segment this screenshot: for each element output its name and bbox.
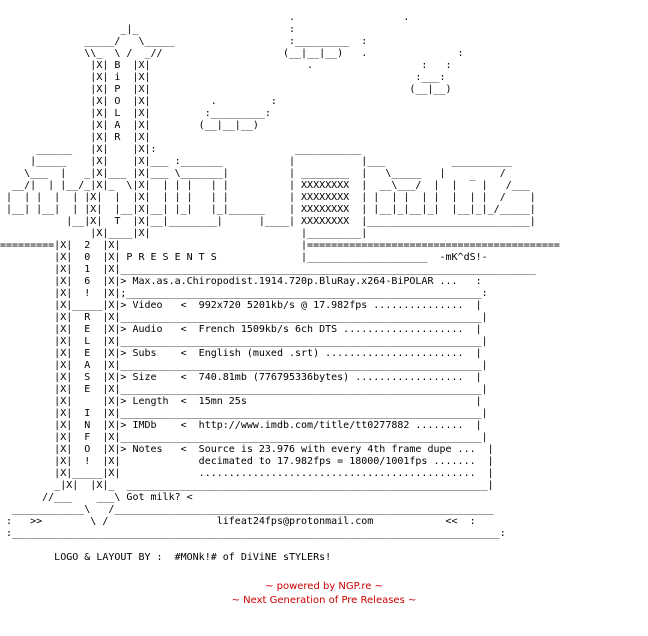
nfo-line: |X| L |X|_______________________________…: [0, 336, 488, 347]
nfo-line: :_______________________________________…: [0, 528, 506, 539]
nfo-line: |X| ! |X| decimated to 17.982fps = 18000…: [0, 456, 494, 467]
nfo-line: : >> \ / lifeat24fps@protonmail.com << :: [0, 516, 476, 527]
nfo-line: |X| E |X|> Audio < French 1509kb/s 6ch D…: [0, 324, 482, 335]
nfo-line: |X| L |X| :_________:: [0, 108, 271, 119]
nfo-line: |X| i |X| :___:: [0, 72, 446, 83]
nfo-line: ____________\ /_________________________…: [0, 504, 494, 515]
nfo-line: |X| P |X| (__|__): [0, 84, 452, 95]
nfo-line: |X| A |X| (__|__|__): [0, 120, 259, 131]
nfo-line: ______ |X| |X|: ___________: [0, 144, 362, 155]
nfo-line: _|_ :: [0, 24, 296, 35]
nfo-line: | | | | | |X| | |X| | | | | | | XXXXXXXX…: [0, 192, 536, 203]
nfo-line: =========|X| 2 |X| |====================…: [0, 240, 560, 251]
powered-by-text: ~ powered by NGP.re ~: [265, 581, 383, 592]
tagline-text: ~ Next Generation of Pre Releases ~: [231, 595, 417, 606]
nfo-line: |X| N |X|> IMDb < http://www.imdb.com/ti…: [0, 420, 482, 431]
nfo-line: |X| E |X|> Subs < English (muxed .srt) .…: [0, 348, 482, 359]
nfo-line: |X| R |X|: [0, 132, 151, 143]
nfo-line: |X| I |X|_______________________________…: [0, 408, 488, 419]
nfo-line: |X| 6 |X|> Max.as.a.Chiropodist.1914.720…: [0, 276, 482, 287]
nfo-line: |X| R |X|_______________________________…: [0, 312, 488, 323]
nfo-line: \\_ \ / _// (__|__|__) . :: [0, 48, 464, 59]
nfo-line: |X| F |X|_______________________________…: [0, 432, 488, 443]
nfo-line: |X| A |X|_______________________________…: [0, 360, 488, 371]
nfo-line: \___ | _|X|___ |X|___ \_______| | ______…: [0, 168, 506, 179]
nfo-line: |__|X| T |X|__|________| |____| XXXXXXXX…: [0, 216, 536, 227]
nfo-line: |_____ |X| |X|___ :_______ | |___ ______…: [0, 156, 512, 167]
nfo-line: |X|____|X| |_________|: [0, 228, 368, 239]
nfo-line: |X| O |X|> Notes < Source is 23.976 with…: [0, 444, 494, 455]
nfo-line: |X| |X|> Length < 15mn 25s |: [0, 396, 482, 407]
footer: ~ powered by NGP.re ~ ~ Next Generation …: [0, 580, 648, 608]
nfo-line: |X| E |X|_______________________________…: [0, 384, 488, 395]
nfo-line: |X|_____|X| ............................…: [0, 468, 494, 479]
nfo-line: __/| | |__/_|X|_ \|X| | | | | | | XXXXXX…: [0, 180, 530, 191]
nfo-line: |X| B |X| . : :: [0, 60, 452, 71]
nfo-line: |X| O |X| . :: [0, 96, 277, 107]
nfo-line: //___ ___\ Got milk? <: [0, 492, 193, 503]
nfo-line: |X| 0 |X| P R E S E N T S |_____________…: [0, 252, 488, 263]
nfo-line: LOGO & LAYOUT BY : #MONk!# of DiViNE sTY…: [0, 552, 332, 563]
nfo-line: _____/ \_____ :_________ :: [0, 36, 368, 47]
nfo-line: |X| S |X|> Size < 740.81mb (776795336byt…: [0, 372, 482, 383]
nfo-line: |X|_____|X|> Video < 992x720 5201kb/s @ …: [0, 300, 482, 311]
nfo-line: |X| 1 |X|_______________________________…: [0, 264, 536, 275]
nfo-line: |__| |__| | |X| |__|X|__| |_| |_|______ …: [0, 204, 536, 215]
nfo-line: |X| ! |X|;______________________________…: [0, 288, 488, 299]
nfo-line: _|X| |X|_ ______________________________…: [0, 480, 494, 491]
nfo-line: . .: [0, 12, 410, 23]
